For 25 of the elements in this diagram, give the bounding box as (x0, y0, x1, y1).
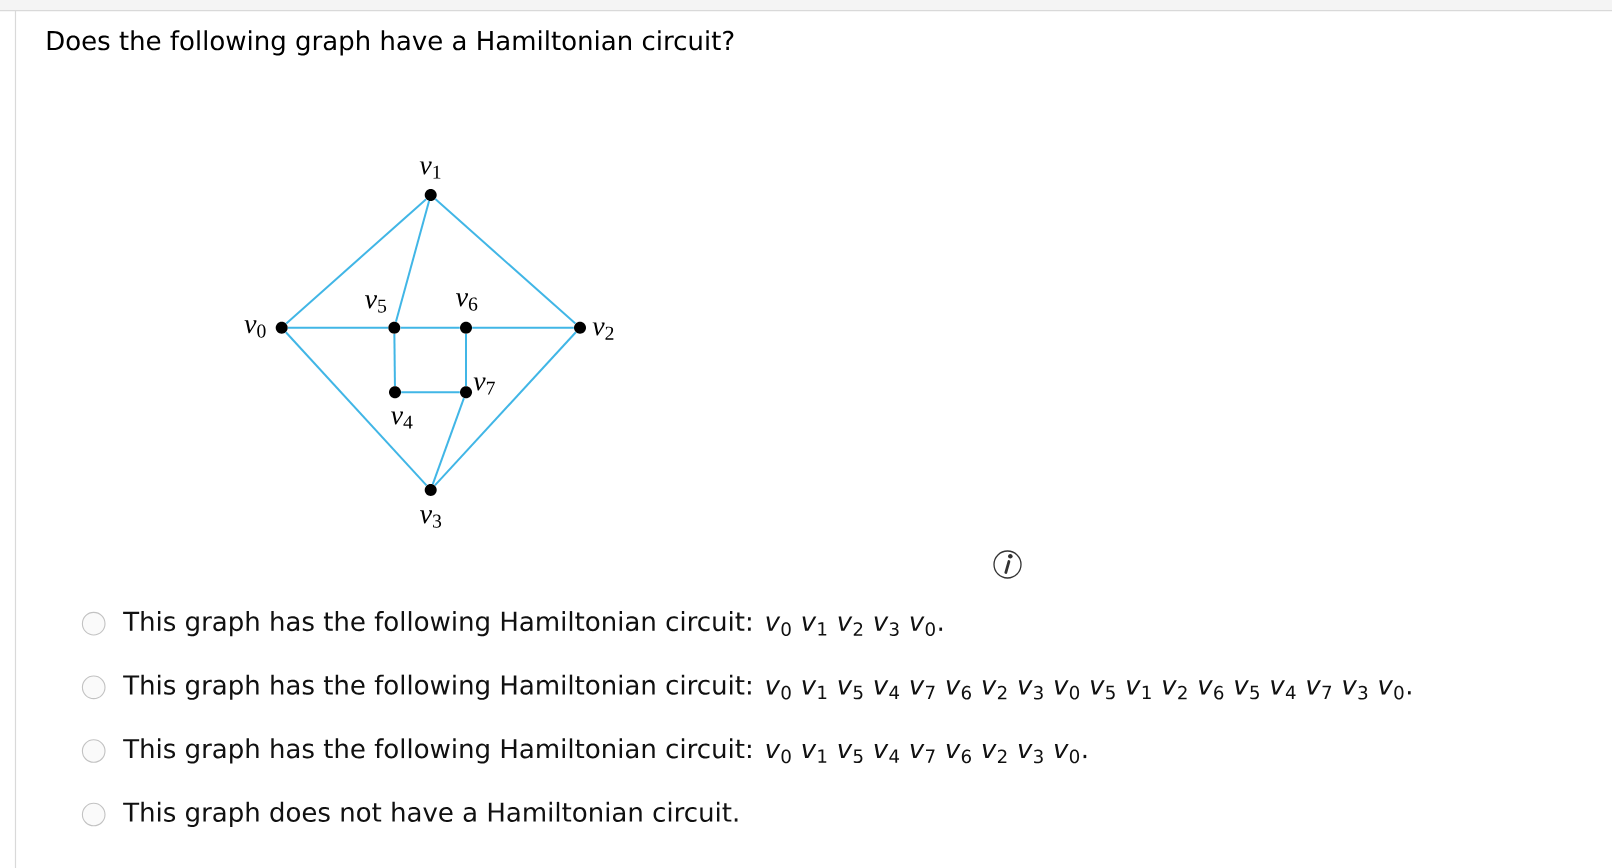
edge-line (400, 391, 461, 394)
answer-option: This graph has the following Hamiltonian circuit: v$_{0}$ v$_{1}$ v$_{5}$ v$_{4}$ v$_{7}$ v$_{6}$ v$_{2}$ v$_{3}$ v$_{0}$. (123, 738, 1087, 764)
edge-line (399, 326, 461, 329)
vertex-label: v$_{6}$ (456, 293, 478, 311)
edge-line (393, 332, 396, 388)
answer-option: This graph has the following Hamiltonian circuit: v$_{0}$ v$_{1}$ v$_{5}$ v$_{4}$ v$_{7}$ v$_{6}$ v$_{2}$ v$_{3}$ v$_{0}$ v$_{5}$ v$_{1}$ v$_{2}$ v$_{6}$ v$_{5}$ v$_{4}$ v$_{7}$ v$_{3}$ v$_{0}$. (123, 674, 1411, 700)
edge-line (394, 200, 431, 323)
answer-option: This graph does not have a Hamiltonian circuit. (123, 801, 738, 827)
edge-line (284, 331, 428, 487)
edge-line (285, 198, 428, 325)
answer-option: This graph has the following Hamiltonian circuit: v$_{0}$ v$_{1}$ v$_{2}$ v$_{3}$ v$_{0}$. (123, 611, 943, 637)
vertex-label: v$_{4}$ (391, 411, 413, 429)
edge-line (431, 397, 465, 486)
vertex-label: v$_{7}$ (473, 377, 495, 395)
edge-line (434, 198, 577, 325)
question-text: Does the following graph have a Hamiltonian circuit? (47, 30, 734, 56)
edge-line (465, 332, 467, 388)
edge-line (433, 331, 577, 487)
vertex-label: v$_{2}$ (592, 322, 614, 340)
vertex-label: v$_{3}$ (420, 510, 442, 528)
vertex-label: v$_{0}$ (244, 320, 266, 338)
vertex-label: v$_{5}$ (365, 295, 387, 313)
edge-line (286, 326, 390, 329)
vertex-label: v$_{1}$ (419, 161, 441, 179)
edge-line (471, 326, 575, 329)
